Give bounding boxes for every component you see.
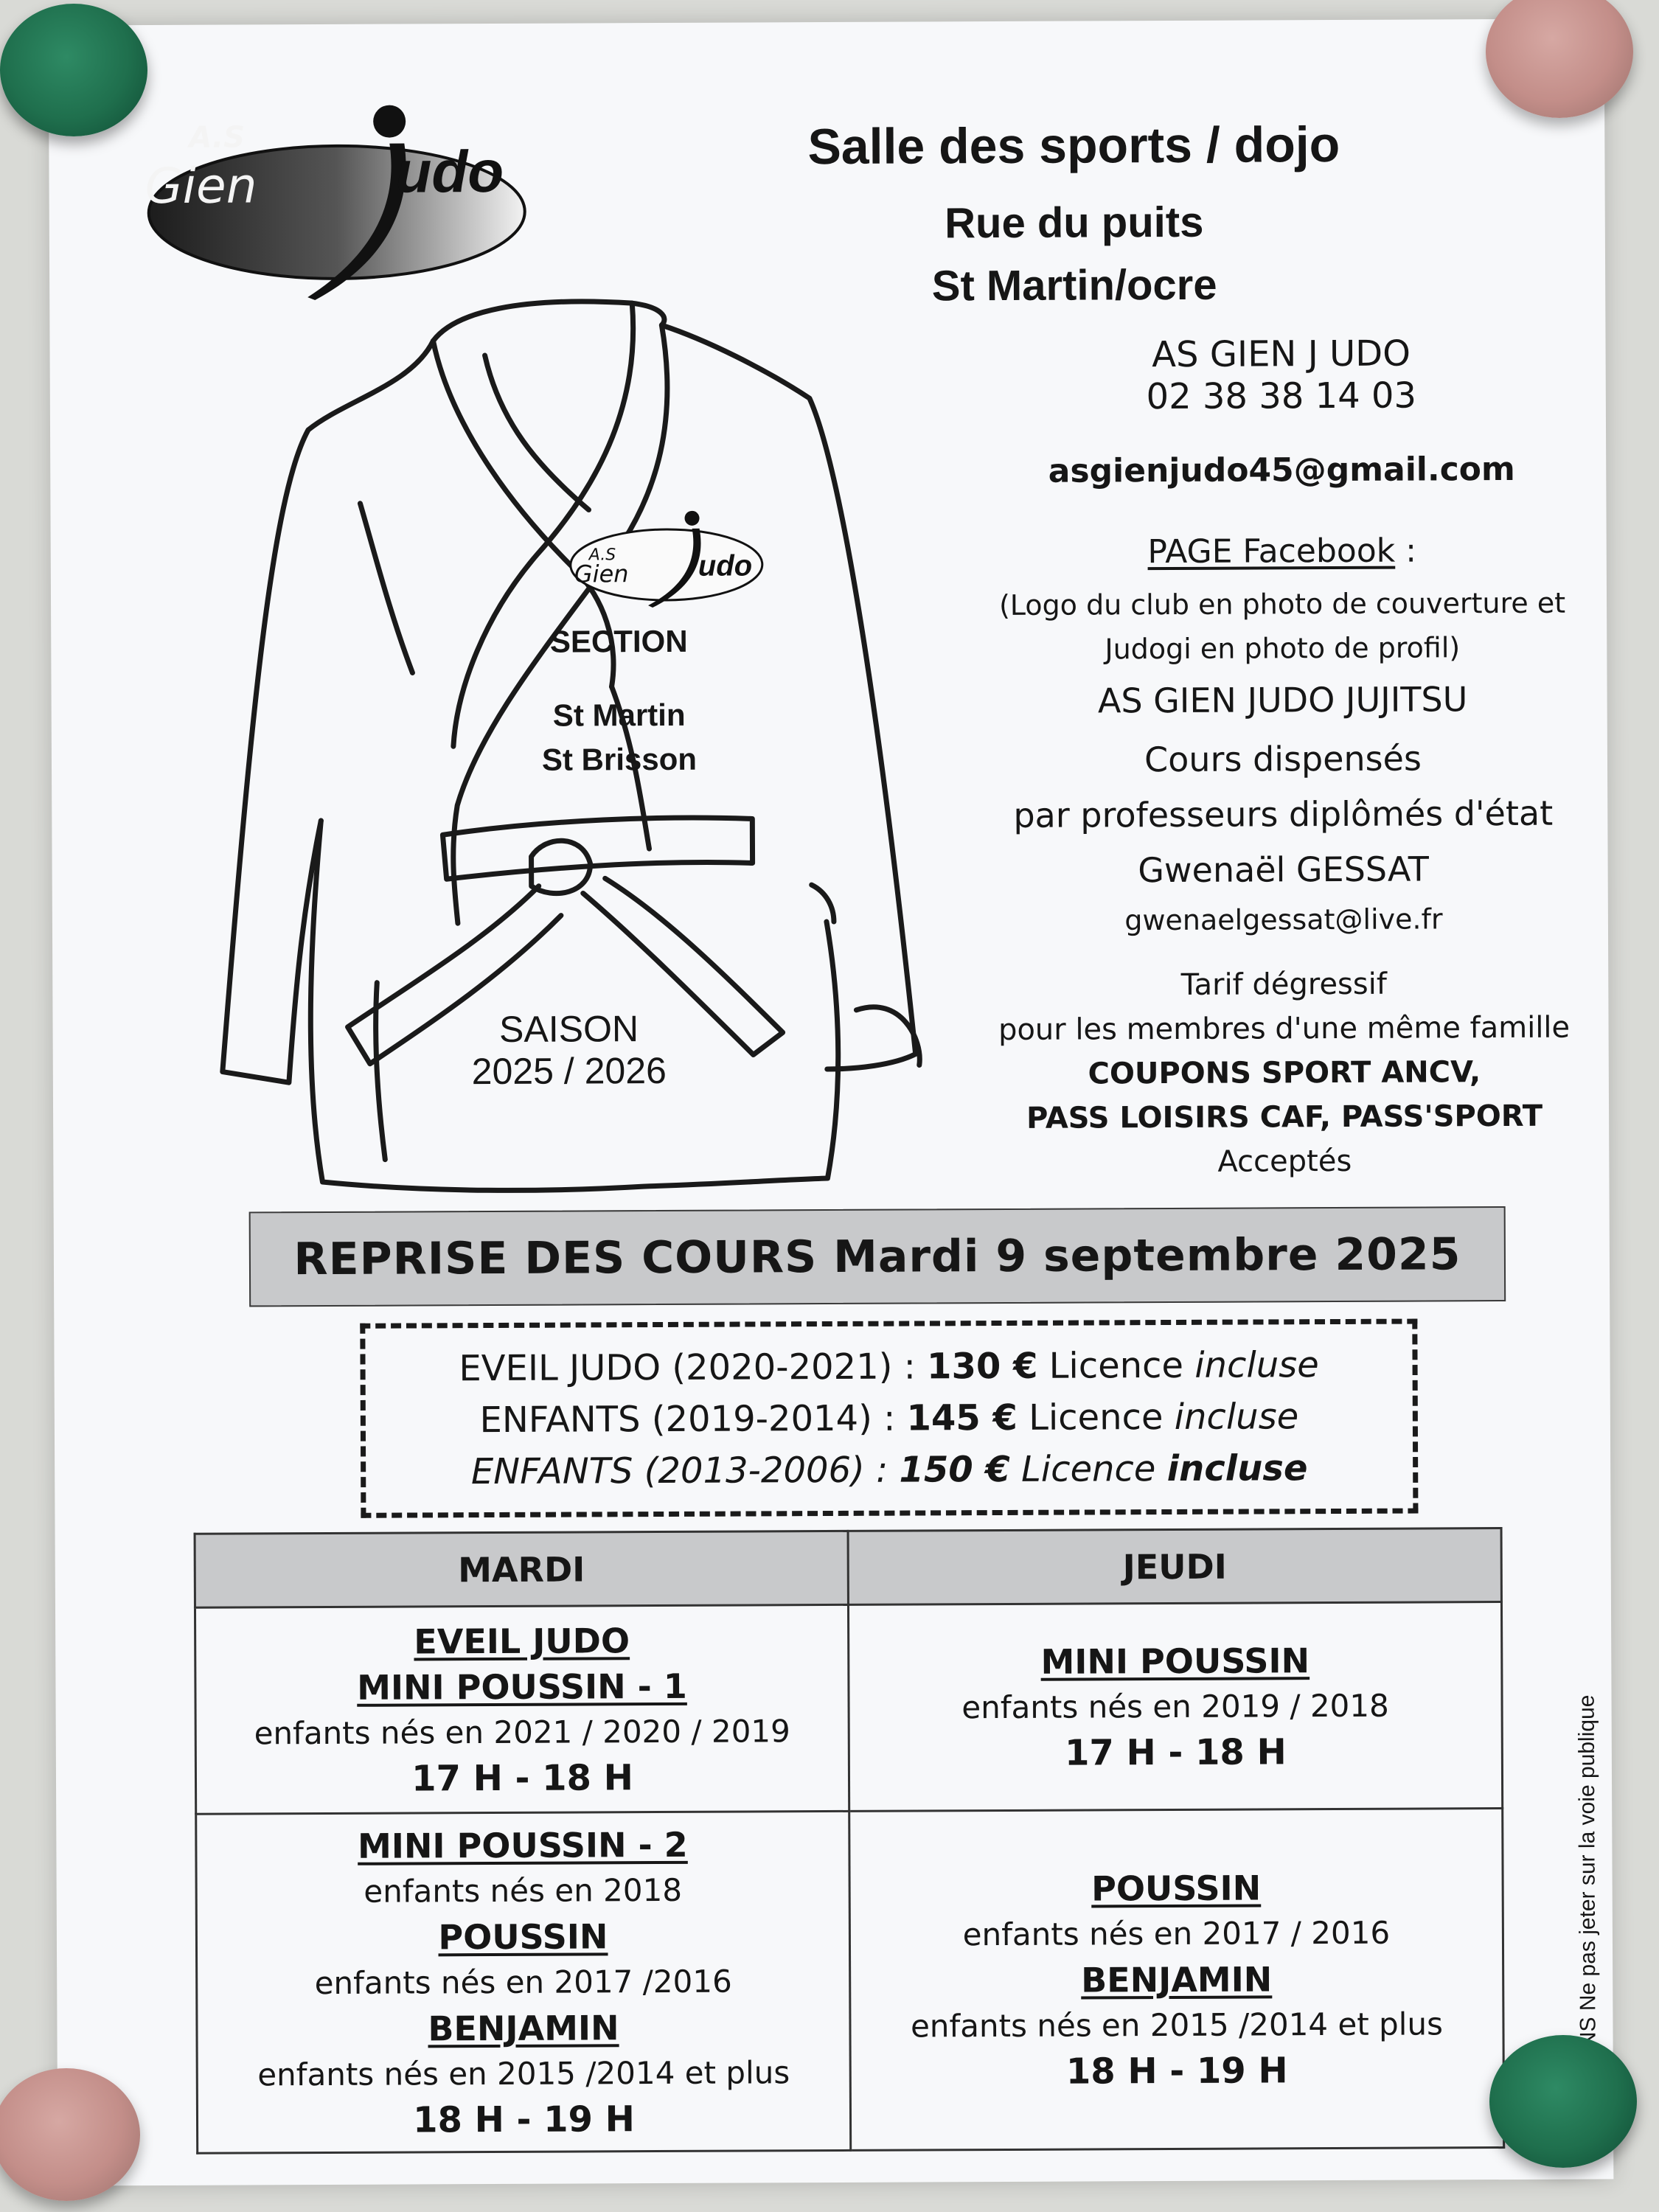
season-label: SAISON <box>498 1008 639 1050</box>
logo-as: A.S <box>189 120 246 155</box>
cell-mardi-1: EVEIL JUDO MINI POUSSIN - 1 enfants nés … <box>195 1604 849 1815</box>
class-title: MINI POUSSIN <box>1040 1640 1310 1682</box>
tarif-line-4: PASS LOISIRS CAF, PASS'SPORT <box>1026 1099 1543 1135</box>
class-desc: enfants nés en 2017 /2016 <box>314 1963 732 2001</box>
price-row: EVEIL JUDO (2020-2021) : 130 € Licence i… <box>459 1339 1319 1394</box>
club-logo <box>147 105 526 301</box>
price-licence: Licence <box>1037 1344 1195 1387</box>
jacket-place-1: St Martin <box>552 697 686 733</box>
tarif-line-1: Tarif dégressif <box>1180 967 1387 1002</box>
class-desc: enfants nés en 2015 /2014 et plus <box>910 2005 1444 2045</box>
price-included: incluse <box>1174 1396 1299 1438</box>
cell-mardi-2: MINI POUSSIN - 2 enfants nés en 2018 POU… <box>195 1811 851 2154</box>
teacher-name: Gwenaël GESSAT <box>1138 849 1430 891</box>
class-title: BENJAMIN <box>1081 1958 1273 2000</box>
class-time: 18 H - 19 H <box>413 2098 635 2140</box>
facebook-heading: PAGE Facebook : <box>950 531 1614 571</box>
price-sep: : <box>872 1397 907 1439</box>
magnet-bottom-right-icon <box>1489 2035 1637 2168</box>
cell-jeudi-2: POUSSIN enfants nés en 2017 / 2016 BENJA… <box>849 1808 1504 2151</box>
header-mardi: MARDI <box>195 1531 849 1608</box>
class-desc: enfants nés en 2021 / 2020 / 2019 <box>254 1712 790 1751</box>
jacket-logo-icon: A.S Gien udo <box>569 510 764 608</box>
svg-text:udo: udo <box>698 549 753 582</box>
price-sep: : <box>864 1449 900 1491</box>
class-title: BENJAMIN <box>428 2007 619 2048</box>
logo-dot-icon <box>373 105 406 138</box>
facebook-desc-1: (Logo du club en photo de couverture et <box>998 586 1566 622</box>
jacket-place-2: St Brisson <box>541 741 698 777</box>
price-licence: Licence <box>1017 1396 1175 1439</box>
ipns-notice: IPNS Ne pas jeter sur la voie publique <box>1574 1694 1601 2069</box>
jacket-section: SECTION <box>549 623 688 659</box>
season-years: 2025 / 2026 <box>471 1049 667 1093</box>
class-title: POUSSIN <box>1091 1867 1262 1908</box>
price-box: EVEIL JUDO (2020-2021) : 130 € Licence i… <box>360 1318 1419 1518</box>
class-desc: enfants nés en 2019 / 2018 <box>961 1687 1389 1725</box>
price-label: ENFANTS (2019-2014) <box>479 1397 872 1441</box>
tarif-line-3: COUPONS SPORT ANCV, <box>1088 1055 1481 1091</box>
club-email[interactable]: asgienjudo45@gmail.com <box>1048 450 1515 490</box>
header-jeudi: JEUDI <box>848 1528 1502 1605</box>
class-time: 18 H - 19 H <box>1065 2049 1288 2093</box>
teacher-email[interactable]: gwenaelgessat@live.fr <box>1124 902 1443 937</box>
price-label: EVEIL JUDO (2020-2021) <box>459 1346 893 1390</box>
reprise-banner: REPRISE DES COURS Mardi 9 septembre 2025 <box>248 1206 1506 1307</box>
table-row: MINI POUSSIN - 2 enfants nés en 2018 POU… <box>195 1808 1504 2154</box>
price-row: ENFANTS (2013-2006) : 150 € Licence incl… <box>471 1442 1308 1498</box>
svg-text:A.S: A.S <box>588 546 616 564</box>
price-included: incluse <box>1166 1447 1308 1490</box>
price-sep: : <box>892 1346 928 1388</box>
price-included: incluse <box>1194 1344 1319 1386</box>
class-desc: enfants nés en 2018 <box>364 1871 683 1910</box>
price-amount: 150 € <box>899 1448 1010 1491</box>
price-label: ENFANTS (2013-2006) <box>470 1449 865 1493</box>
logo-gien: Gien <box>145 157 257 215</box>
facebook-page-name: AS GIEN JUDO JUJITSU <box>1097 679 1468 721</box>
class-title: MINI POUSSIN - 2 <box>357 1824 688 1866</box>
price-amount: 145 € <box>906 1397 1018 1439</box>
class-time: 17 H - 18 H <box>411 1756 633 1799</box>
price-licence: Licence <box>1009 1448 1167 1490</box>
facebook-label: PAGE Facebook <box>1147 532 1396 571</box>
class-desc: enfants nés en 2015 /2014 et plus <box>257 2053 790 2093</box>
magnet-top-left-icon <box>0 4 147 136</box>
club-name: AS GIEN J UDO <box>1152 333 1411 376</box>
logo-judo: udo <box>395 138 504 205</box>
magnet-top-right-icon <box>1486 0 1633 118</box>
courses-line-1: Cours dispensés <box>1144 738 1422 780</box>
class-title: EVEIL JUDO <box>414 1620 630 1661</box>
class-title: MINI POUSSIN - 1 <box>357 1666 687 1708</box>
club-phone: 02 38 38 14 03 <box>1146 375 1417 418</box>
class-time: 17 H - 18 H <box>1064 1731 1287 1774</box>
class-desc: enfants nés en 2017 / 2016 <box>962 1914 1391 1952</box>
svg-text:Gien: Gien <box>574 560 629 588</box>
schedule-table: MARDI JEUDI EVEIL JUDO MINI POUSSIN - 1 … <box>194 1527 1506 2154</box>
table-row: EVEIL JUDO MINI POUSSIN - 1 enfants nés … <box>195 1601 1503 1815</box>
price-row: ENFANTS (2019-2014) : 145 € Licence incl… <box>479 1391 1298 1446</box>
judogi-jacket-illustration <box>220 299 922 1193</box>
facebook-desc-2: Judogi en photo de profil) <box>1105 631 1461 666</box>
facebook-colon: : <box>1395 532 1417 570</box>
venue-street: Rue du puits <box>945 198 1204 248</box>
tarif-line-5: Acceptés <box>1217 1144 1352 1179</box>
flyer-sheet: A.S Gien udo Salle des sports / dojo Rue… <box>48 18 1614 2186</box>
courses-line-2: par professeurs diplômés d'état <box>1013 793 1554 835</box>
cell-jeudi-1: MINI POUSSIN enfants nés en 2019 / 2018 … <box>848 1601 1503 1812</box>
class-title: POUSSIN <box>438 1916 608 1957</box>
magnet-bottom-left-icon <box>0 2068 140 2201</box>
price-amount: 130 € <box>926 1345 1038 1388</box>
venue-title: Salle des sports / dojo <box>807 116 1340 175</box>
tarif-line-2: pour les membres d'une même famille <box>998 1010 1571 1048</box>
